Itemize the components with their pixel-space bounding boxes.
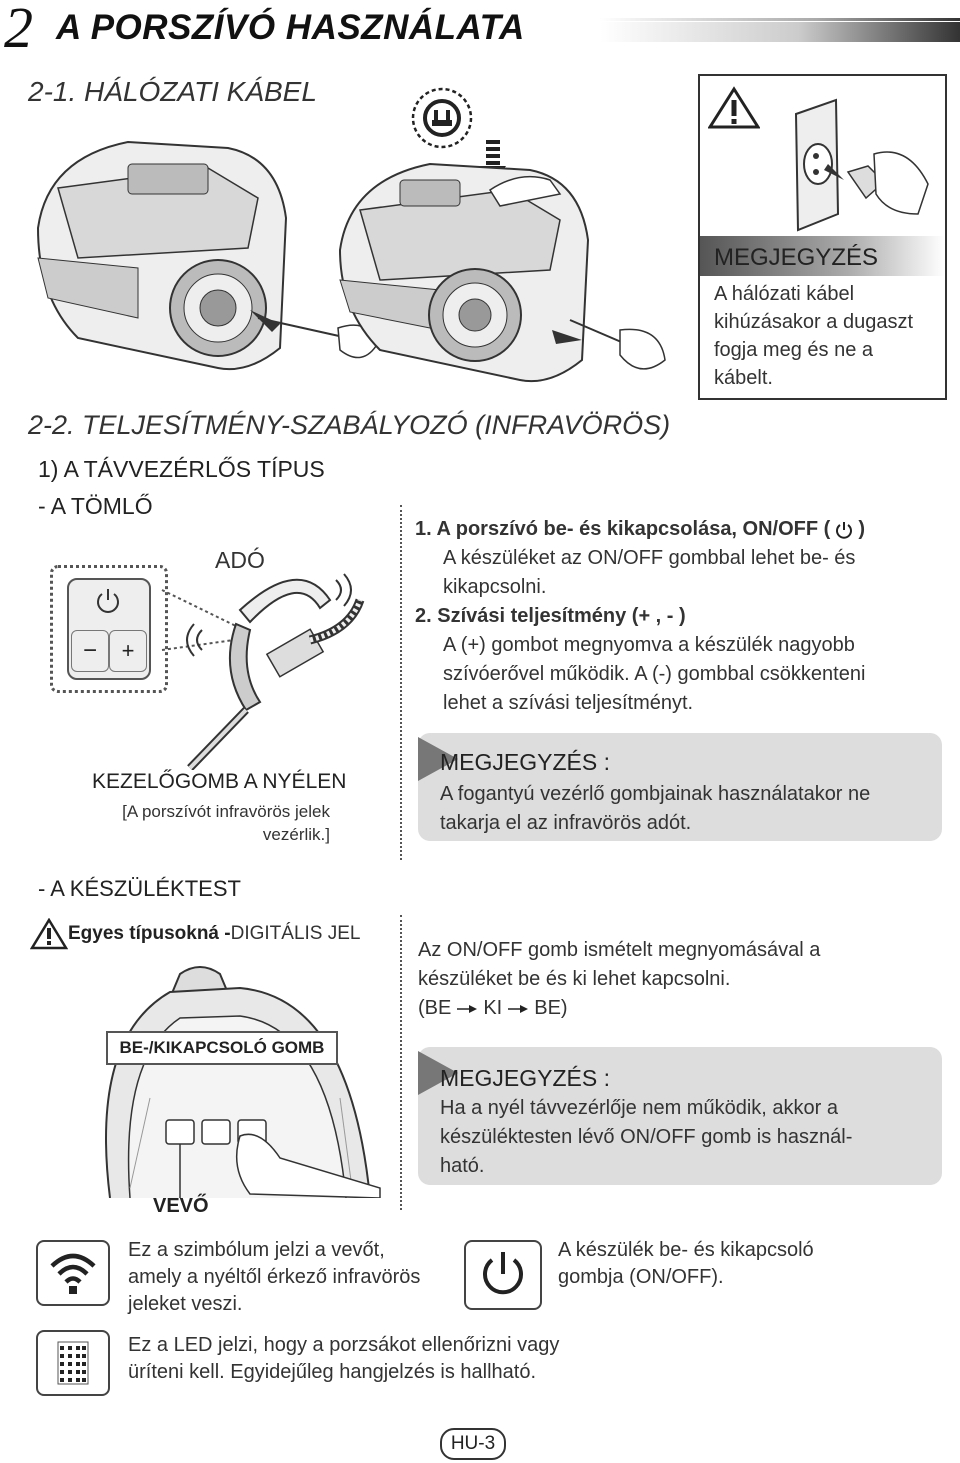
warning-icon (30, 918, 68, 950)
instruction-text-line: A (+) gombot megnyomva a készülék nagyob… (443, 634, 855, 656)
chapter-title: A PORSZÍVÓ HASZNÁLATA (56, 8, 525, 47)
note-title: MEGJEGYZÉS : (440, 749, 610, 775)
note-box-infrared: MEGJEGYZÉS : A fogantyú vezérlő gombjain… (418, 733, 942, 841)
hose-label: - A TÖMLŐ (38, 493, 153, 519)
warning-text: DIGITÁLIS JEL (230, 923, 361, 944)
minus-button[interactable]: − (71, 630, 109, 672)
remote-panel: − + (67, 578, 151, 680)
arrow-right-icon (508, 1004, 529, 1014)
note-text-line: ható. (440, 1155, 485, 1177)
note-box-remote-fallback: MEGJEGYZÉS : Ha a nyél távvezérlője nem … (418, 1047, 942, 1185)
handle-description-line: [A porszívót infravörös jelek (122, 802, 330, 821)
note-triangle (418, 737, 458, 781)
note-text-line: A fogantyú vezérlő gombjainak használata… (440, 783, 871, 805)
led-legend-text: Ez a LED jelzi, hogy a porzsákot ellenőr… (128, 1332, 559, 1386)
power-button-label: BE-/KIKAPCSOLÓ GOMB (106, 1031, 338, 1065)
note-text-line: készüléktesten lévő ON/OFF gomb is haszn… (440, 1126, 853, 1148)
page-number: HU-3 (440, 1428, 506, 1460)
remote-panel-zoom: − + (50, 565, 168, 693)
note-box-cord: MEGJEGYZÉS A hálózati kábel kihúzásakor … (698, 74, 947, 400)
instruction-item-2-title: 2. Szívási teljesítmény (+ , - ) (415, 605, 686, 627)
warning-bold-text: Egyes típusokná - (68, 923, 231, 944)
note-title-bar (700, 236, 945, 276)
divider (400, 505, 402, 860)
instruction-text-line: kikapcsolni. (443, 576, 547, 598)
power-icon (464, 1240, 542, 1310)
header-rule (600, 18, 960, 21)
section-title-power-control: 2-2. TELJESÍTMÉNY-SZABÁLYOZÓ (INFRAVÖRÖS… (28, 410, 671, 440)
wifi-receiver-icon (36, 1240, 110, 1306)
handle-label: KEZELŐGOMB A NYÉLEN (92, 770, 347, 793)
transmitter-label: ADÓ (215, 547, 265, 573)
note-text: A hálózati kábel kihúzásakor a dugaszt f… (714, 280, 913, 392)
onoff-sequence: (BE KI BE) (418, 994, 938, 1023)
onoff-text-line: Az ON/OFF gomb ismételt megnyomásával a (418, 939, 821, 961)
plus-button[interactable]: + (109, 630, 147, 672)
power-legend-text: A készülék be- és kikapcsoló gombja (ON/… (558, 1237, 814, 1291)
note-text-line: Ha a nyél távvezérlője nem működik, akko… (440, 1097, 838, 1119)
note-text-line: kábelt. (714, 367, 773, 389)
onoff-description: Az ON/OFF gomb ismételt megnyomásával a … (418, 936, 938, 1023)
device-body-illustration (90, 958, 390, 1198)
power-button[interactable] (93, 586, 123, 616)
note-text-line: kihúzásakor a dugaszt (714, 311, 914, 333)
subsection-title-remote: 1) A TÁVVEZÉRLŐS TÍPUS (38, 456, 325, 482)
header-gradient-bar (600, 22, 960, 42)
sequence-end: BE) (534, 997, 568, 1019)
note-title: MEGJEGYZÉS : (440, 1065, 610, 1091)
vacuum-illustration-cord-out (18, 128, 388, 398)
legend-text-line: Ez a szimbólum jelzi a vevőt, (128, 1239, 385, 1261)
arrow-right-icon (457, 1004, 478, 1014)
legend-text-line: A készülék be- és kikapcsoló (558, 1239, 814, 1261)
instruction-title-end: ) (858, 518, 865, 540)
sequence-start: (BE (418, 997, 452, 1019)
note-text-line: fogja meg és ne a (714, 339, 873, 361)
legend-text-line: Ez a LED jelzi, hogy a porzsákot ellenőr… (128, 1334, 560, 1356)
instruction-text-line: lehet a szívási teljesítményt. (443, 692, 694, 714)
instruction-item-1-title: 1. A porszívó be- és kikapcsolása, ON/OF… (415, 515, 935, 544)
note-text: A fogantyú vezérlő gombjainak használata… (440, 780, 870, 838)
sequence-middle: KI (483, 997, 503, 1019)
legend-text-line: amely a nyéltől érkező infravörös (128, 1266, 421, 1288)
section-title-power-cord: 2-1. HÁLÓZATI KÁBEL (28, 76, 317, 107)
note-text: Ha a nyél távvezérlője nem működik, akko… (440, 1094, 852, 1181)
divider (400, 915, 402, 1210)
digital-warning: Egyes típusokná - DIGITÁLIS JEL (30, 918, 360, 950)
instruction-title-text: 1. A porszívó be- és kikapcsolása, ON/OF… (415, 518, 831, 540)
note-text-line: A hálózati kábel (714, 283, 855, 305)
warning-icon (708, 86, 760, 130)
chapter-number: 2 (4, 0, 33, 60)
receiver-label: VEVŐ (153, 1195, 209, 1217)
onoff-text-line: készüléket be és ki lehet kapcsolni. (418, 968, 731, 990)
plug-icon (410, 86, 474, 150)
instructions: 1. A porszívó be- és kikapcsolása, ON/OF… (415, 515, 935, 718)
handle-description: [A porszívót infravörös jelek vezérlik.] (100, 800, 330, 846)
instruction-text-line: A készüléket az ON/OFF gombbal lehet be-… (443, 547, 856, 569)
vacuum-illustration-cord-in (320, 150, 670, 390)
legend-text-line: jeleket veszi. (128, 1293, 243, 1315)
body-section-title: - A KÉSZÜLÉKTEST (38, 876, 241, 901)
handle-description-line: vezérlik.] (262, 825, 330, 844)
led-grid-icon (36, 1330, 110, 1396)
instruction-text-line: szívóerővel működik. A (-) gombbal csökk… (443, 663, 866, 685)
power-icon (834, 520, 854, 540)
socket-plug-illustration (788, 94, 938, 244)
hose-handle-illustration (150, 560, 390, 770)
note-triangle (418, 1051, 458, 1095)
legend-text-line: üríteni kell. Egyidejűleg hangjelzés is … (128, 1361, 537, 1383)
note-text-line: takarja el az infravörös adót. (440, 812, 692, 834)
receiver-legend-text: Ez a szimbólum jelzi a vevőt, amely a ny… (128, 1237, 420, 1318)
note-title: MEGJEGYZÉS (714, 244, 879, 271)
legend-text-line: gombja (ON/OFF). (558, 1266, 724, 1288)
